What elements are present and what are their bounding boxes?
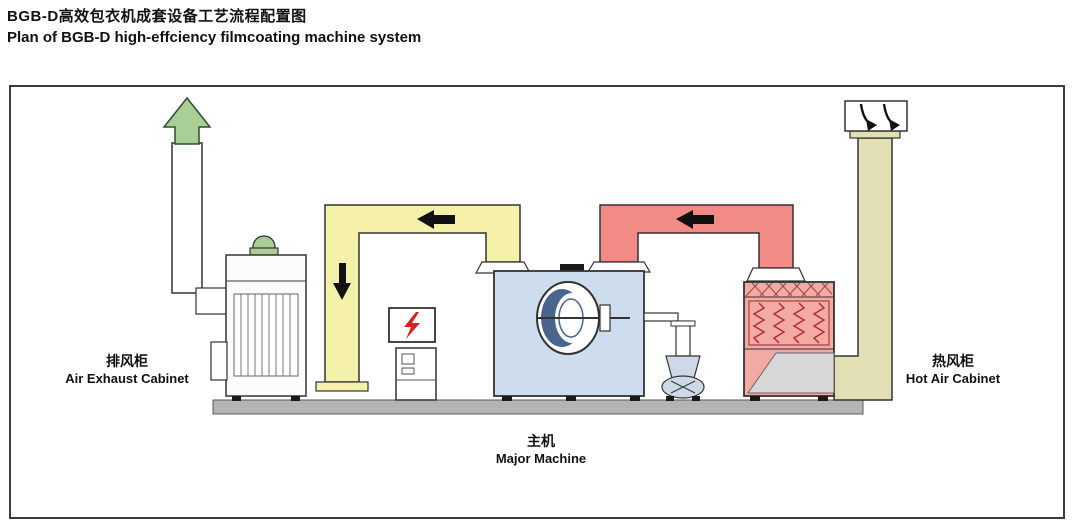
flow-arrow-left-yellow (417, 210, 455, 229)
label-exhaust-cabinet: 排风柜 Air Exhaust Cabinet (52, 353, 202, 387)
label-exhaust-cabinet-en: Air Exhaust Cabinet (65, 370, 189, 386)
machine-side-pipe (643, 312, 679, 322)
fresh-air-intake-duct (833, 100, 908, 401)
machine-door-handle (599, 304, 611, 332)
hot-air-duct-red (586, 204, 806, 282)
exhaust-up-arrow (162, 96, 212, 145)
exhaust-side-box (210, 341, 228, 381)
blower-pipe-flange (670, 320, 696, 327)
hot-cabinet-outlet-cone (747, 352, 835, 394)
hot-cabinet-hatch (745, 282, 833, 297)
label-major-machine-en: Major Machine (495, 450, 587, 466)
blower-foot-left (666, 396, 674, 401)
blower-blade-2 (670, 380, 696, 394)
platform-base (212, 399, 864, 415)
exhaust-foot-right (291, 396, 300, 401)
control-cabinet-panel (401, 353, 415, 365)
machine-foot-mid (566, 396, 576, 401)
heater-box (748, 300, 830, 346)
flow-arrow-down-yellow (333, 263, 351, 300)
intake-arrowhead-1 (866, 119, 877, 131)
label-exhaust-cabinet-zh: 排风柜 (106, 353, 148, 369)
yellow-duct-bottom-flange (315, 381, 369, 392)
hot-foot-right (818, 396, 828, 401)
red-duct-right-flange (746, 267, 806, 282)
exhaust-stack-elbow (195, 287, 229, 315)
label-hot-air-cabinet: 热风柜 Hot Air Cabinet (883, 353, 1023, 387)
hot-foot-left (750, 396, 760, 401)
label-hot-air-cabinet-en: Hot Air Cabinet (905, 370, 1001, 386)
label-hot-air-cabinet-zh: 热风柜 (932, 353, 974, 369)
label-major-machine-zh: 主机 (527, 433, 555, 449)
exhaust-stack (162, 96, 229, 315)
intake-duct-flange (849, 130, 901, 139)
electric-control (388, 307, 437, 401)
machine-top-hatch (560, 264, 584, 273)
exhaust-foot-left (232, 396, 241, 401)
page-title-english: Plan of BGB-D high-effciency filmcoating… (7, 29, 422, 46)
filter-section (233, 293, 299, 377)
red-duct-left-flange (586, 261, 652, 273)
blower-unit (661, 320, 705, 401)
machine-foot-left (502, 396, 512, 401)
exhaust-stack-duct (171, 142, 203, 294)
control-cabinet-knob (401, 367, 415, 375)
hot-air-cabinet (743, 281, 835, 401)
heater-coils (752, 302, 826, 344)
intake-head (844, 100, 908, 132)
filter-bags (240, 294, 291, 376)
major-machine (493, 264, 679, 401)
intake-arrowhead-2 (889, 119, 900, 131)
machine-foot-right (630, 396, 640, 401)
page-title-chinese: BGB-D高效包衣机成套设备工艺流程配置图 (7, 8, 307, 25)
exhaust-air-duct-yellow (315, 204, 532, 392)
label-major-machine: 主机 Major Machine (451, 433, 631, 467)
exhaust-cabinet (210, 235, 307, 401)
flow-arrow-left-red (676, 210, 714, 229)
blower-foot-right (692, 396, 700, 401)
lightning-bolt-icon (404, 312, 420, 339)
